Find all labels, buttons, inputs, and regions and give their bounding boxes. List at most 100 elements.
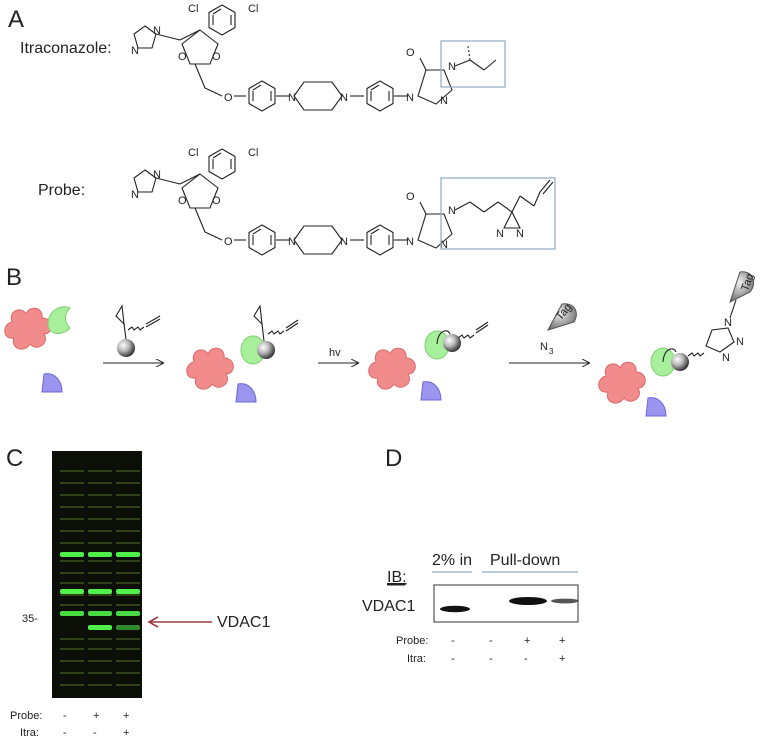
gel-faint-band	[60, 482, 84, 484]
side-chain-box	[440, 40, 506, 88]
probe-bead	[117, 339, 135, 357]
gel-bands	[60, 470, 140, 686]
gel-faint-band	[116, 494, 140, 496]
gel-faint-band	[88, 648, 112, 650]
itra-d-lane-4: +	[559, 653, 565, 665]
gel-faint-band	[60, 594, 84, 596]
gel-faint-band	[88, 506, 112, 508]
gel-faint-band	[88, 604, 112, 606]
blot-box	[433, 584, 579, 623]
gel-faint-band	[60, 660, 84, 662]
gel-faint-band	[88, 518, 112, 520]
probe-bead	[671, 353, 689, 371]
gel-faint-band	[88, 594, 112, 596]
probe-d-lane-2: -	[489, 635, 493, 647]
svg-text:O: O	[224, 92, 233, 104]
gel-faint-band	[60, 518, 84, 520]
gel-faint-band	[88, 572, 112, 574]
probe-d-lane-1: -	[451, 635, 455, 647]
gel-band	[88, 589, 112, 594]
svg-text:N: N	[131, 189, 139, 201]
itra-c-lane-2: -	[93, 727, 97, 739]
itra-row-label-c: Itra:	[20, 727, 39, 739]
gel-faint-band	[88, 660, 112, 662]
svg-text:N: N	[131, 45, 139, 57]
gel-faint-band	[60, 648, 84, 650]
gel-faint-band	[116, 648, 140, 650]
probe-bead	[257, 341, 275, 359]
svg-text:Tag: Tag	[739, 272, 756, 293]
itra-row-label-d: Itra:	[407, 653, 426, 665]
gel-band	[116, 552, 140, 557]
gel-faint-band	[88, 470, 112, 472]
step-3-crosslinked	[368, 321, 489, 401]
gel-faint-band	[60, 506, 84, 508]
svg-text:N: N	[496, 228, 504, 240]
azide-subscript: 3	[549, 347, 554, 356]
gel-faint-band	[88, 684, 112, 686]
svg-text:O: O	[406, 191, 415, 203]
svg-text:O: O	[178, 195, 187, 207]
svg-text:N: N	[736, 336, 744, 348]
gel-faint-band	[116, 470, 140, 472]
blot-band-probe	[509, 597, 547, 605]
svg-text:N: N	[406, 92, 414, 104]
gel-faint-band	[88, 542, 112, 544]
vdac1-arrowhead	[147, 616, 159, 628]
svg-text:N: N	[340, 236, 348, 248]
panel-b-letter: B	[6, 264, 22, 291]
svg-text:N: N	[448, 205, 456, 217]
gel-faint-band	[60, 470, 84, 472]
gel-faint-band	[60, 582, 84, 584]
green-protein	[47, 306, 71, 334]
svg-text:N: N	[516, 228, 524, 240]
gel-faint-band	[88, 494, 112, 496]
gel-faint-band	[116, 518, 140, 520]
gel-faint-band	[116, 482, 140, 484]
panel-d: D 2% in Pull-down IB: VDAC1 Probe: - - +…	[362, 445, 579, 665]
gel-band	[60, 552, 84, 557]
panel-c: C 35- VDAC1 Probe: - + + Itra: - - +	[6, 445, 270, 739]
ib-label: IB:	[387, 569, 407, 586]
gel-faint-band	[116, 594, 140, 596]
blot-band-input	[440, 605, 470, 613]
probe-structure: N N O O Cl Cl O N N N O N	[131, 147, 556, 256]
blot-band-probe-itra	[551, 598, 579, 604]
step-1-proteins	[4, 306, 71, 393]
tag-icon	[729, 271, 755, 303]
gel-band	[60, 589, 84, 594]
gel-image	[52, 451, 142, 698]
gel-band	[116, 589, 140, 594]
svg-text:O: O	[178, 51, 187, 63]
svg-text:N: N	[406, 236, 414, 248]
step-2-bound	[186, 304, 299, 403]
gel-faint-band	[116, 582, 140, 584]
probe-c-lane-2: +	[93, 710, 99, 722]
hv-label: hv	[329, 347, 341, 359]
gel-faint-band	[88, 638, 112, 640]
svg-text:N: N	[722, 352, 730, 364]
probe-c-lane-3: +	[123, 710, 129, 722]
tag-icon	[546, 303, 577, 331]
gel-faint-band	[88, 530, 112, 532]
svg-text:O: O	[212, 51, 221, 63]
itra-d-lane-3: -	[524, 653, 528, 665]
svg-text:Cl: Cl	[188, 147, 198, 159]
gel-faint-band	[116, 660, 140, 662]
svg-text:N: N	[440, 95, 448, 107]
itra-d-lane-1: -	[451, 653, 455, 665]
probe-label: Probe:	[38, 182, 85, 199]
panel-a: A Itraconazole: Probe: N N O O Cl Cl O N…	[8, 3, 556, 256]
gel-faint-band	[60, 530, 84, 532]
atom-n: N	[153, 25, 161, 37]
gel-faint-band	[60, 572, 84, 574]
gel-faint-band	[88, 560, 112, 562]
gel-band	[88, 625, 112, 630]
gel-faint-band	[60, 494, 84, 496]
probe-row-label-d: Probe:	[396, 635, 428, 647]
svg-text:O: O	[224, 236, 233, 248]
probe-d-lane-3: +	[524, 635, 530, 647]
gel-faint-band	[116, 672, 140, 674]
gel-faint-band	[60, 560, 84, 562]
gel-faint-band	[116, 506, 140, 508]
